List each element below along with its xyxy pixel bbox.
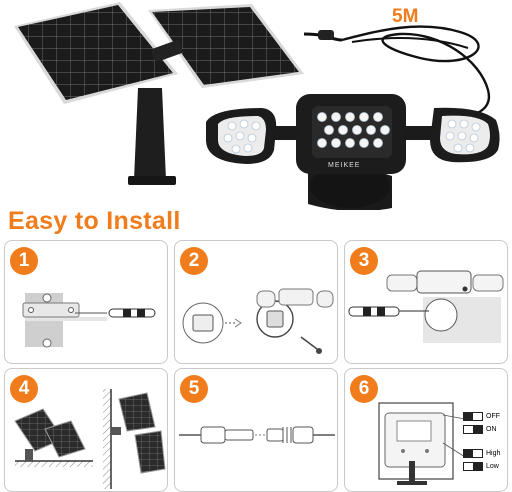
power-switch-off-row: OFF	[463, 412, 500, 421]
step-4-card: 4	[4, 368, 168, 492]
step-1-card: 1	[4, 240, 168, 364]
step-6-badge: 6	[350, 375, 378, 403]
step-2-illustration	[182, 288, 334, 354]
power-off-label: OFF	[486, 413, 500, 420]
mode-switch-low-row: Low	[463, 462, 499, 471]
step-5-badge: 5	[180, 375, 208, 403]
step-2-badge: 2	[180, 247, 208, 275]
step-2-card: 2	[174, 240, 338, 364]
mode-high-label: High	[486, 450, 501, 457]
step-4-badge: 4	[10, 375, 38, 403]
step-1-illustration	[22, 293, 156, 348]
solar-panel-right	[148, 4, 304, 88]
mode-low-label: Low	[486, 463, 499, 470]
mode-switch-high-graphic	[463, 449, 483, 458]
solar-panel-left	[14, 2, 178, 104]
step-4-illustration	[14, 389, 166, 489]
power-switch-on-row: ON	[463, 425, 497, 434]
step-5-illustration	[179, 426, 335, 444]
power-switch-on-graphic	[463, 425, 483, 434]
section-title: Easy to Install	[8, 207, 181, 235]
step-6-card: 6 OFF ON High Low	[344, 368, 508, 492]
cable-length-label: 5M	[392, 6, 419, 27]
step-3-card: 3	[344, 240, 508, 364]
product-illustration: MEIKEE	[14, 2, 500, 212]
power-on-label: ON	[486, 426, 497, 433]
product-hero: MEIKEE 5M	[0, 0, 512, 212]
brand-logo: MEIKEE	[328, 162, 360, 169]
step-5-card: 5	[174, 368, 338, 492]
step-1-badge: 1	[10, 247, 38, 275]
mode-switch-low-graphic	[463, 462, 483, 471]
step-3-illustration	[348, 270, 504, 343]
mode-switch-high-row: High	[463, 449, 500, 458]
step-6-illustration	[378, 402, 466, 485]
power-switch-off-graphic	[463, 412, 483, 421]
step-3-badge: 3	[350, 247, 378, 275]
